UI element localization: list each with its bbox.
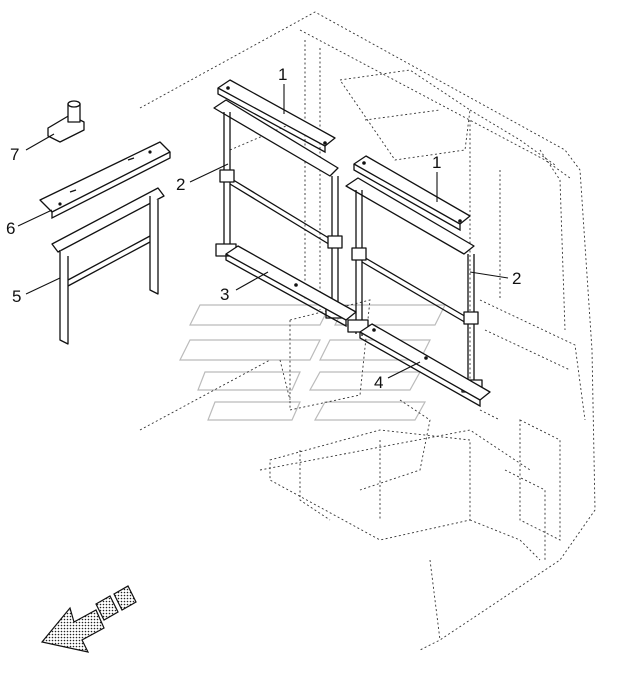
callout-4: 4 (374, 373, 383, 392)
part-7-knob (47, 100, 85, 143)
callout-6: 6 (6, 219, 15, 238)
part-6-plate (39, 141, 171, 220)
callout-2-left: 2 (176, 175, 185, 194)
callout-1-right: 1 (432, 153, 441, 172)
part-5-frame (51, 187, 165, 345)
part-3-rail (225, 245, 357, 328)
leader-lines (17, 84, 509, 379)
part-1-rail-right (353, 155, 471, 232)
part-4-rail (359, 323, 491, 408)
callout-2-right: 2 (512, 269, 521, 288)
logo-watermark-icon (179, 304, 446, 421)
callout-7: 7 (10, 145, 19, 164)
callout-1-left: 1 (278, 65, 287, 84)
callout-3: 3 (220, 285, 229, 304)
callout-5: 5 (12, 287, 21, 306)
part-1-rail-left (217, 79, 336, 154)
front-direction-arrow-icon (40, 585, 137, 653)
